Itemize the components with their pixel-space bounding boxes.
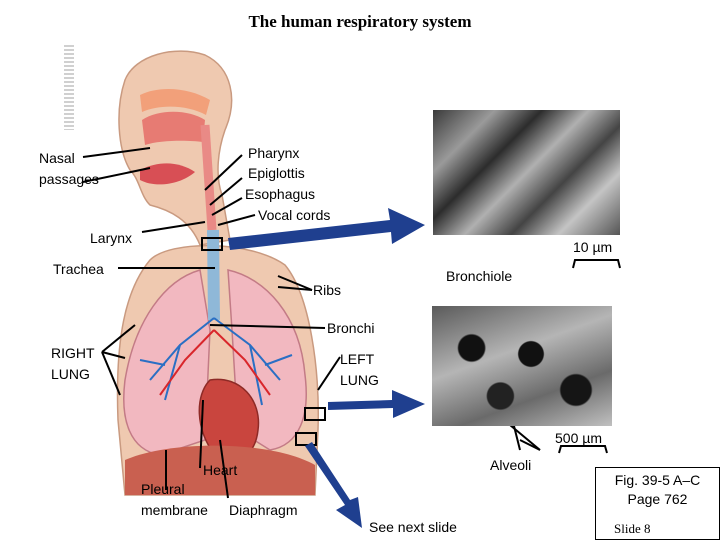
page-title: The human respiratory system [248,12,472,31]
label-larynx: Larynx [90,230,133,246]
nasal-cavity [142,111,205,145]
arrow-top [228,208,425,250]
label-pleural-membrane: Pleural membrane [141,481,208,518]
label-epiglottis: Epiglottis [248,165,305,181]
bronchial-tree [139,317,293,406]
label-diaphragm: Diaphragm [229,502,298,518]
bronchiole-box [304,407,326,421]
copyright-strip [64,45,74,130]
alveoli-box [295,432,317,446]
label-trachea: Trachea [53,261,104,277]
label-vocal-cords: Vocal cords [258,207,331,223]
label-bronchi: Bronchi [327,320,375,336]
slide-number: Slide 8 [614,521,651,536]
arrow-bottom [305,442,362,528]
sem-bronchiole-image [433,110,620,235]
arrow-middle [328,390,425,418]
pointer-lines [82,147,541,499]
trachea-tube [207,229,220,321]
label-heart: Heart [203,462,238,478]
label-nasal-passages: Nasal passages [39,150,99,187]
label-alveoli: Alveoli [490,457,532,473]
sinus [140,88,210,115]
larynx-box [201,237,223,251]
scale-label-bottom: 500 µm [555,430,602,446]
label-right-lung: RIGHT LUNG [51,345,95,382]
scale-bar-top [572,259,621,269]
label-see-next-slide: See next slide [369,519,457,535]
pharynx-tube [200,124,217,231]
artery-tree [159,329,271,396]
label-esophagus: Esophagus [245,186,316,202]
figure-reference: Fig. 39-5 A–C Page 762 [614,472,701,507]
sem-alveoli-image [432,306,612,426]
diaphragm-shape [125,445,315,495]
label-ribs: Ribs [313,282,342,298]
label-left-lung: LEFT LUNG [340,351,379,388]
label-pharynx: Pharynx [248,145,300,161]
label-bronchiole: Bronchiole [446,268,513,284]
scale-label-top: 10 µm [573,239,613,255]
scale-bar-bottom [558,445,608,454]
mouth [140,163,195,185]
